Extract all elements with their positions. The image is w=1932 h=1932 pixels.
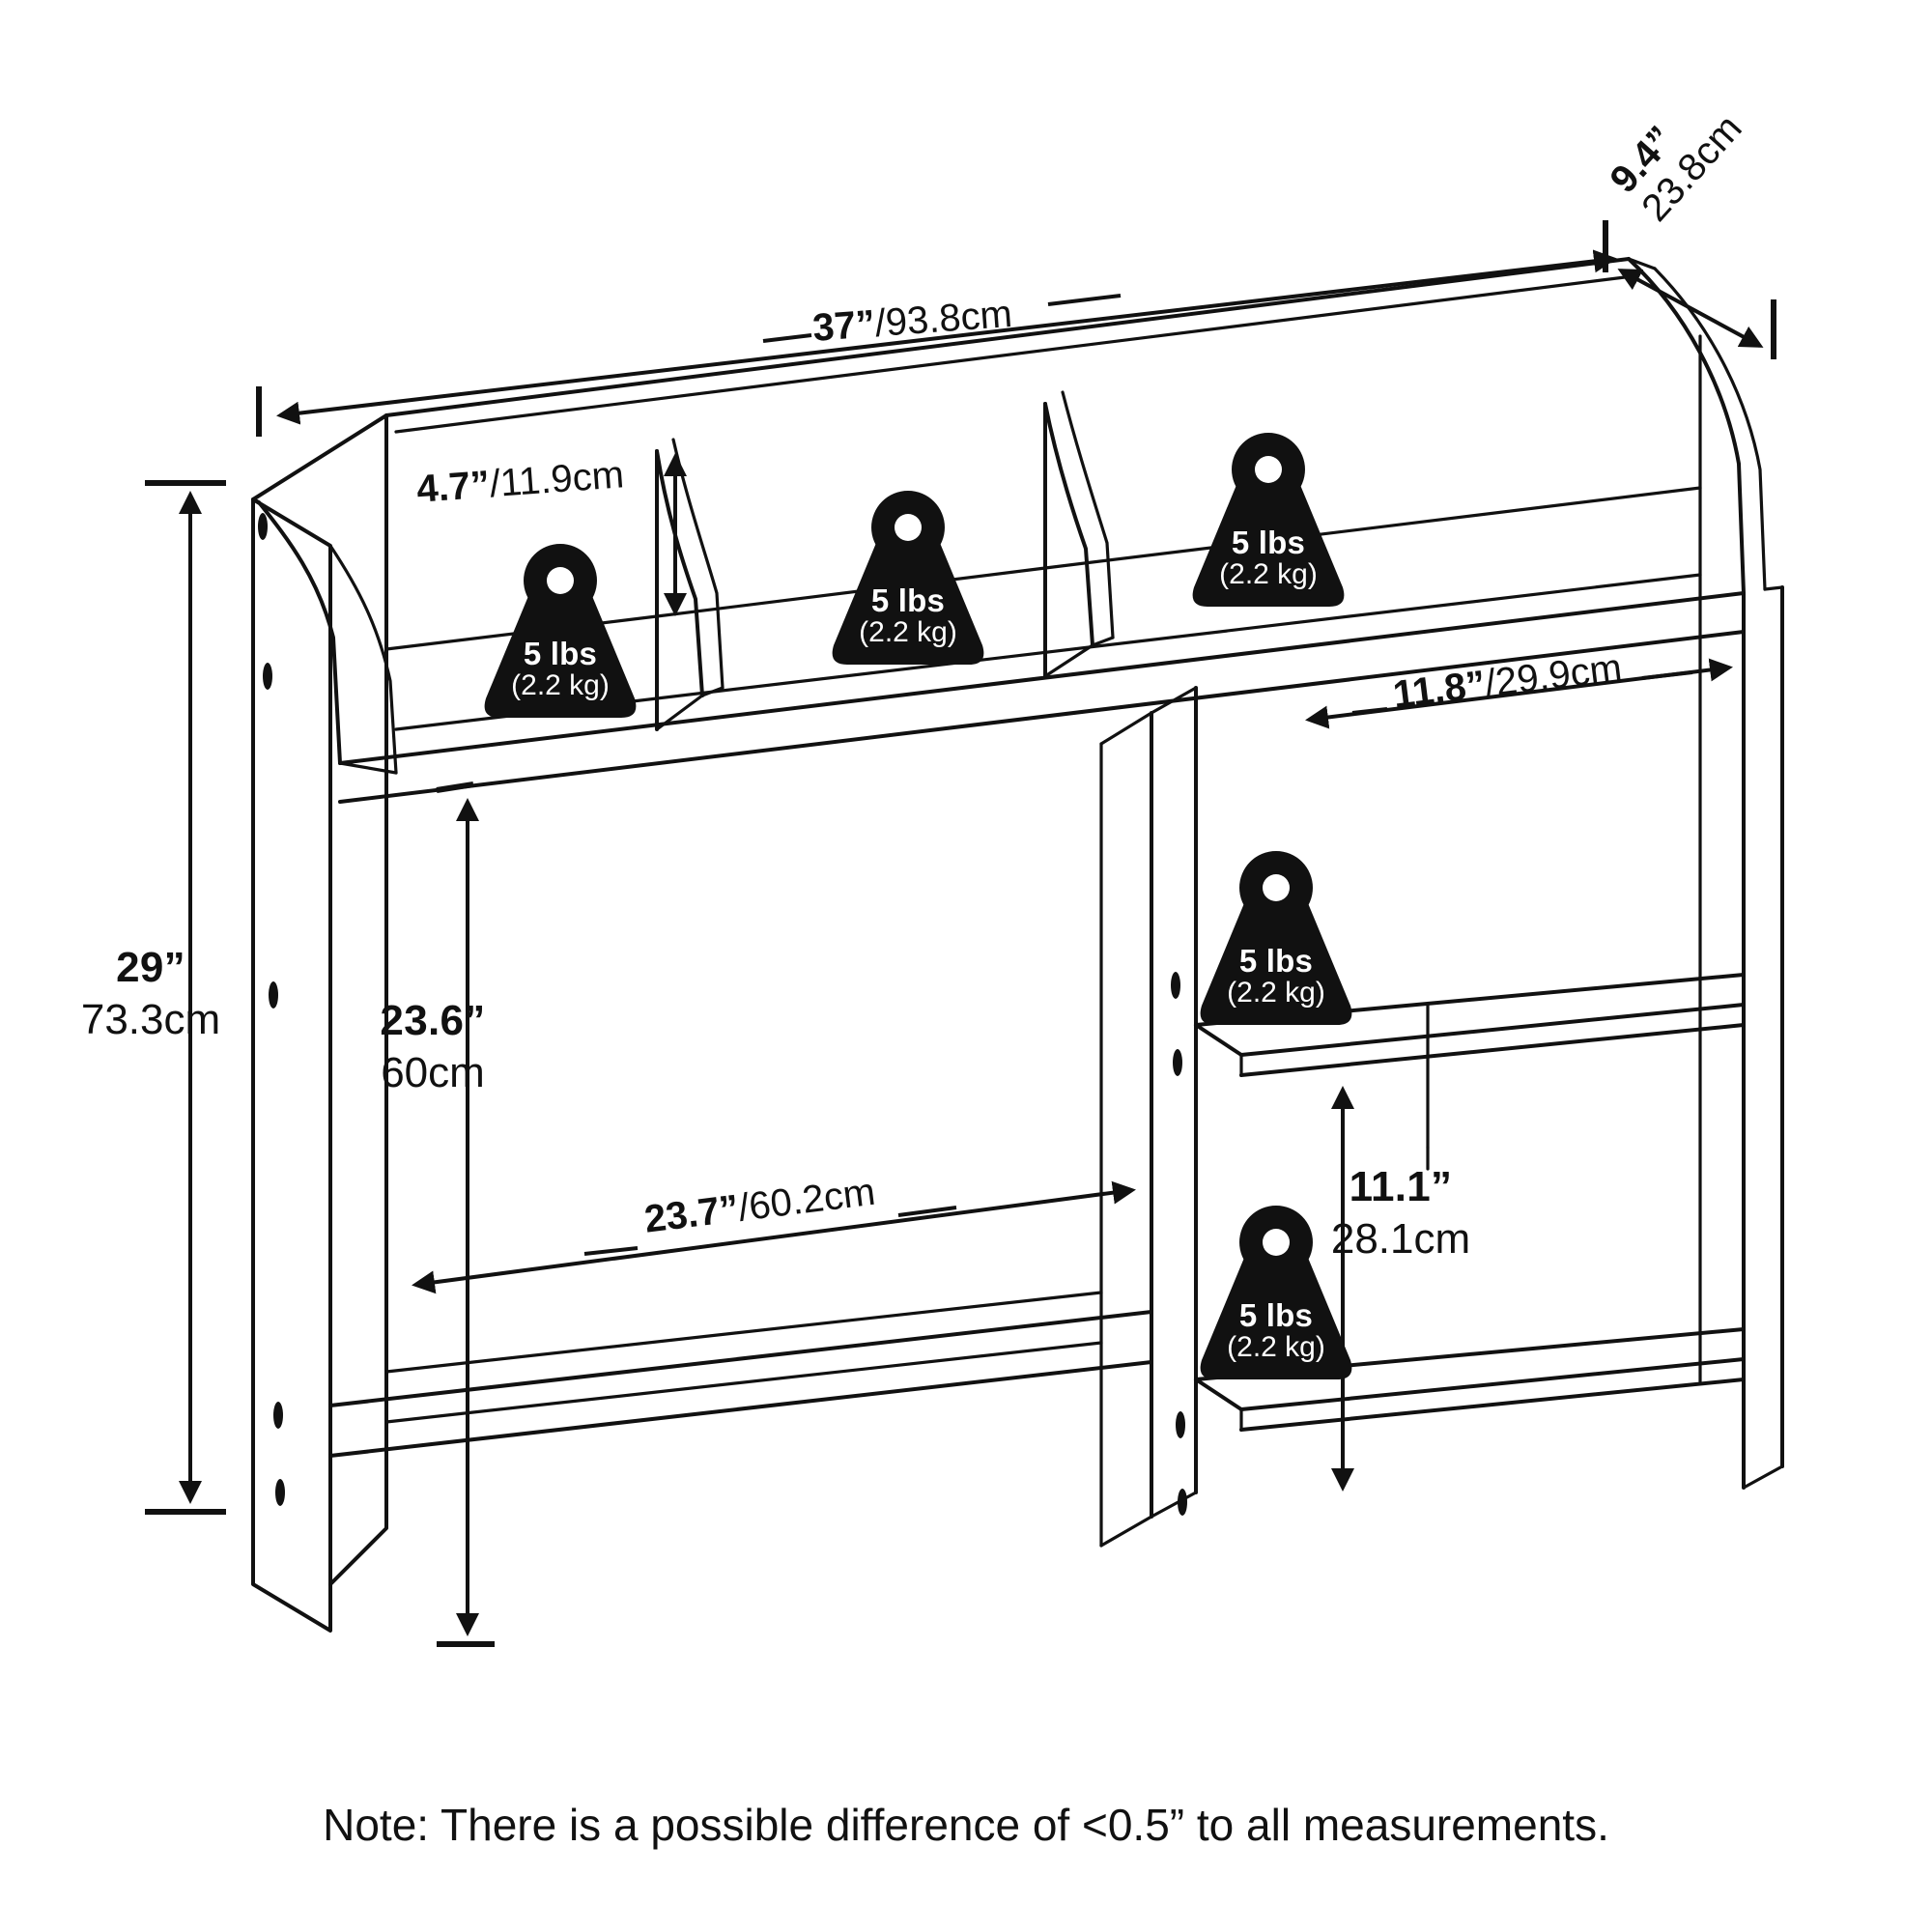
center-divider-top [1150, 686, 1198, 715]
weight-badge-bottom-right-shelf: 5 lbs (2.2 kg) [1184, 1198, 1368, 1387]
weight-icon [1192, 433, 1345, 607]
middle-right-shelf-left-edge [1194, 1023, 1243, 1057]
cubby-divider-2-base [1043, 643, 1094, 678]
desk-clearance-imperial: 23.6” [380, 997, 486, 1044]
top-shelf-front-top-edge [338, 591, 1746, 765]
center-divider-bottom-back [1099, 1515, 1153, 1548]
desk-lower-rail-top-back [384, 1291, 1103, 1374]
right-side-panel-bottom [1742, 1464, 1784, 1490]
cubby-divider-2-curve-outer [1043, 402, 1094, 647]
desk-lower-rail-bottom-back [384, 1341, 1103, 1424]
desk-lower-rail-top [328, 1310, 1153, 1407]
middle-right-shelf-front-bottom [1239, 1023, 1746, 1077]
width-label-leader-left [762, 333, 812, 343]
desk-width-label-leader-right [897, 1206, 957, 1217]
left-front-curve-inner [328, 544, 398, 775]
cam-hole [273, 1402, 283, 1429]
right-panel-curve-join [1763, 585, 1784, 591]
back-panel-top-edge [384, 257, 1631, 417]
cubby-divider-1-curve-outer [655, 449, 704, 697]
weight-badge-top-right-shelf: 5 lbs (2.2 kg) [1177, 425, 1360, 614]
cam-hole [263, 663, 272, 690]
cam-hole [269, 981, 278, 1009]
middle-cubby-floor-back [655, 566, 1047, 618]
dimension-label-overall-height: 29” 73.3cm [44, 947, 257, 1041]
desk-width-label-leader-left [583, 1246, 639, 1256]
weight-badge-top-left-cubby: 5 lbs (2.2 kg) [469, 536, 652, 725]
cubby-divider-1-front-thickness [700, 686, 724, 697]
cam-hole [1171, 972, 1180, 999]
weight-badge-top-middle-cubby: 5 lbs (2.2 kg) [816, 483, 1000, 672]
desk-lower-rail-bottom [328, 1360, 1153, 1458]
left-curve-bottom-join [338, 761, 398, 775]
dimension-label-desk-clearance-height: 23.6” 60cm [336, 1000, 529, 1094]
width-arrow [276, 249, 1617, 425]
cubby-divider-2-front-thickness [1091, 636, 1115, 647]
right-panel-top-thickness [1627, 257, 1657, 270]
bottom-right-shelf-front-top [1239, 1357, 1746, 1411]
weight-icon [832, 491, 984, 665]
cam-hole [1178, 1489, 1187, 1516]
desk-width-arrow [412, 1180, 1136, 1294]
bottom-right-shelf-left-edge [1194, 1378, 1243, 1411]
cam-hole [1173, 1049, 1182, 1076]
lower-cube-height-metric: 28.1cm [1330, 1215, 1471, 1263]
center-divider-bottom [1150, 1491, 1198, 1519]
back-panel-top-edge-inner [394, 274, 1634, 434]
cubby-divider-1-base [655, 694, 704, 731]
desk-clearance-metric: 60cm [381, 1049, 485, 1096]
width-label-leader-right [1047, 294, 1122, 306]
weight-icon [1200, 1206, 1352, 1379]
weight-badge-middle-right-shelf: 5 lbs (2.2 kg) [1184, 843, 1368, 1033]
cam-hole [258, 513, 268, 540]
lower-cube-height-imperial: 11.1” [1349, 1163, 1453, 1210]
weight-icon [1200, 851, 1352, 1025]
overall-width-imperial: 37” [810, 302, 877, 350]
weight-icon [484, 544, 637, 718]
dimension-lines [145, 220, 1776, 1647]
cam-hole [275, 1479, 285, 1506]
left-front-curve-outer [251, 497, 342, 765]
measurement-note: Note: There is a possible difference of … [323, 1800, 1609, 1850]
middle-right-shelf-front-top [1239, 1003, 1746, 1057]
right-shelf-label-leader-right [1641, 670, 1693, 680]
right-cubby-floor-back [1043, 486, 1702, 570]
depth-arrow [1617, 269, 1764, 348]
right-shelf-label-leader-left [1351, 707, 1388, 715]
right-panel-curve-outer [1627, 257, 1746, 595]
dimension-label-lower-cube-height: 11.1” 28.1cm [1304, 1166, 1497, 1261]
clearance-tick-top [436, 781, 474, 793]
left-side-panel-bottom [251, 1582, 332, 1633]
top-cubby-height-imperial: 4.7” [414, 463, 492, 511]
overall-height-metric: 73.3cm [80, 996, 221, 1043]
bottom-right-shelf-front-bottom [1239, 1378, 1746, 1432]
cam-hole [1176, 1411, 1185, 1438]
overall-height-imperial: 29” [116, 944, 185, 991]
center-divider-top-back [1099, 711, 1153, 746]
